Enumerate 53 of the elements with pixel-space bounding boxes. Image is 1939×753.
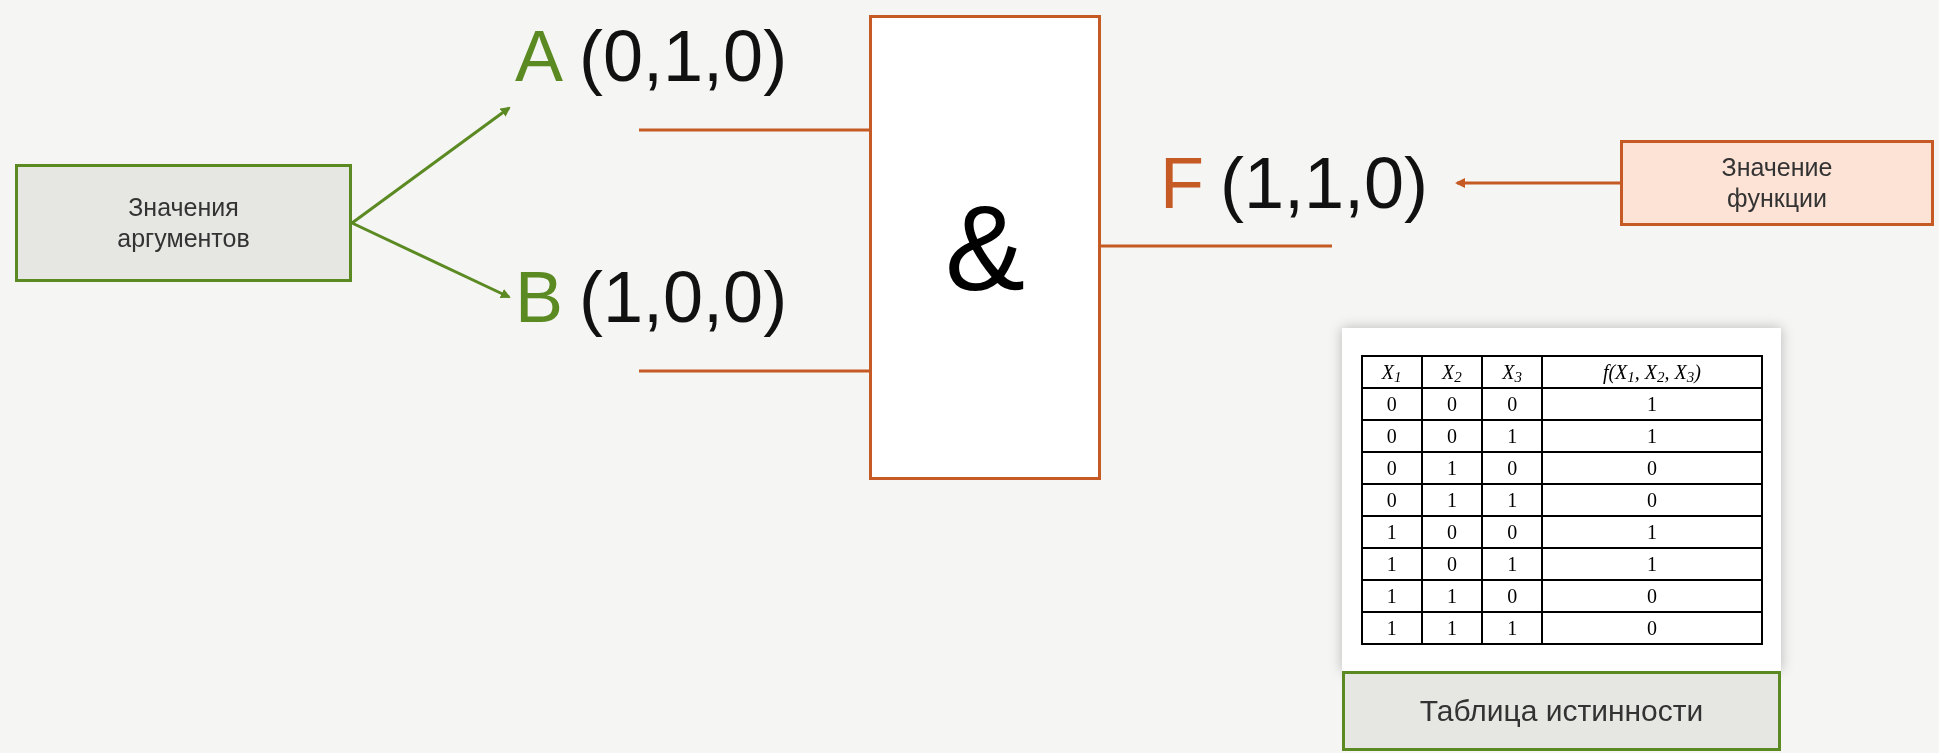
table-cell: 0 <box>1421 419 1483 452</box>
table-cell: 1 <box>1361 579 1422 612</box>
table-cell: 1 <box>1421 483 1483 516</box>
table-cell: 1 <box>1361 515 1422 548</box>
wire-line <box>1101 244 1332 248</box>
table-cell: 0 <box>1361 483 1422 516</box>
table-cell: 1 <box>1482 483 1543 516</box>
arrow <box>351 221 511 299</box>
wire-line <box>639 128 869 132</box>
and-gate <box>869 15 1101 480</box>
signal-letter: B <box>515 261 564 333</box>
table-header-cell: X$_{3}$ <box>1482 355 1543 388</box>
caption-box <box>1342 671 1781 751</box>
table-cell: 1 <box>1482 419 1543 452</box>
table-cell: 0 <box>1482 387 1543 420</box>
table-cell: 0 <box>1542 451 1762 484</box>
table-cell: 1 <box>1542 547 1762 580</box>
table-cell: 0 <box>1542 611 1762 644</box>
signal-letter: A <box>515 20 564 92</box>
table-cell: 0 <box>1542 579 1762 612</box>
argument-box <box>15 164 352 282</box>
node-label: Таблица истинности <box>1419 693 1704 730</box>
table-cell: 1 <box>1542 419 1762 452</box>
table-cell: 0 <box>1482 579 1543 612</box>
node-label: & <box>944 179 1025 317</box>
table-cell: 1 <box>1542 387 1762 420</box>
function-box <box>1620 140 1934 226</box>
table-cell: 1 <box>1421 451 1483 484</box>
table-cell: 0 <box>1421 387 1483 420</box>
table-cell: 0 <box>1542 483 1762 516</box>
node-label: Значения аргументов <box>116 191 251 254</box>
table-cell: 0 <box>1482 451 1543 484</box>
arrow <box>351 106 511 225</box>
table-header-cell: f(X$_{1}$, X$_{2}$, X$_{3}$) <box>1542 355 1762 388</box>
table-cell: 1 <box>1421 611 1483 644</box>
table-cell: 0 <box>1482 515 1543 548</box>
table-cell: 1 <box>1361 611 1422 644</box>
table-cell: 1 <box>1361 547 1422 580</box>
wire-line <box>639 369 869 373</box>
table-cell: 0 <box>1361 387 1422 420</box>
table-header-cell: X$_{1}$ <box>1361 355 1422 388</box>
table-cell: 1 <box>1482 611 1543 644</box>
table-cell: 1 <box>1542 515 1762 548</box>
table-cell: 0 <box>1361 419 1422 452</box>
table-cell: 0 <box>1421 515 1483 548</box>
table-cell: 1 <box>1421 579 1483 612</box>
table-cell: 0 <box>1361 451 1422 484</box>
table-header-cell: X$_{2}$ <box>1421 355 1483 388</box>
table-cell: 0 <box>1421 547 1483 580</box>
table-cell: 1 <box>1482 547 1543 580</box>
signal-letter: F <box>1160 147 1204 219</box>
arrow <box>1455 178 1620 188</box>
node-label: Значение функции <box>1720 151 1834 214</box>
